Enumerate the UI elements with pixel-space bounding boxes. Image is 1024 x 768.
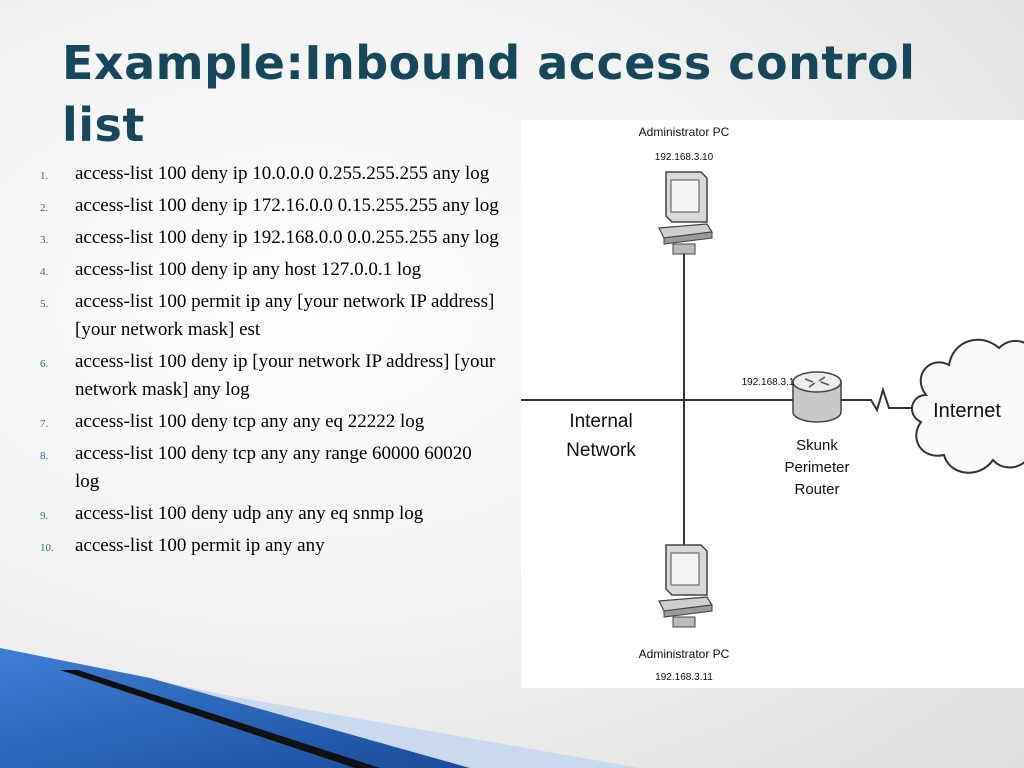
router-icon bbox=[792, 371, 842, 423]
acl-rule-number: 10. bbox=[40, 542, 54, 554]
acl-rule-text: access-list 100 deny tcp any any range 6… bbox=[75, 443, 472, 492]
top-pc-label: Administrator PC bbox=[639, 125, 730, 139]
acl-rule-number: 1. bbox=[40, 170, 49, 182]
acl-rule-item: 10. access-list 100 permit ip any any bbox=[40, 532, 500, 560]
acl-rule-item: 7. access-list 100 deny tcp any any eq 22… bbox=[40, 408, 500, 436]
acl-rule-number: 4. bbox=[40, 266, 49, 278]
acl-rule-number: 5. bbox=[40, 298, 49, 310]
acl-rule-text: access-list 100 deny udp any any eq snmp… bbox=[75, 503, 424, 524]
decor-black-stripe bbox=[60, 670, 380, 768]
acl-rule-text: access-list 100 deny tcp any any eq 2222… bbox=[75, 411, 425, 432]
router-label-3: Router bbox=[794, 481, 839, 498]
router-ip: 192.168.3.1 bbox=[742, 377, 795, 388]
acl-rule-text: access-list 100 deny ip 172.16.0.0 0.15.… bbox=[75, 195, 499, 216]
acl-rule-item: 3. access-list 100 deny ip 192.168.0.0 0.… bbox=[40, 224, 500, 252]
acl-rule-item: 5. access-list 100 permit ip any [your ne… bbox=[40, 288, 500, 344]
acl-rule-text: access-list 100 permit ip any any bbox=[75, 535, 325, 556]
acl-rule-text: access-list 100 deny ip 10.0.0.0 0.255.2… bbox=[75, 163, 490, 184]
acl-rule-number: 9. bbox=[40, 510, 49, 522]
acl-rule-number: 7. bbox=[40, 418, 49, 430]
acl-rule-text: access-list 100 deny ip 192.168.0.0 0.0.… bbox=[75, 227, 499, 248]
acl-rule-item: 9. access-list 100 deny udp any any eq sn… bbox=[40, 500, 500, 528]
acl-rule-text: access-list 100 permit ip any [your netw… bbox=[75, 291, 495, 340]
internal-network-label-2: Network bbox=[566, 440, 636, 461]
top-pc-ip: 192.168.3.10 bbox=[655, 152, 714, 163]
bottom-pc-icon bbox=[658, 544, 714, 628]
acl-rule-item: 6. access-list 100 deny ip [your network … bbox=[40, 348, 500, 404]
decor-blue-band bbox=[0, 648, 470, 768]
network-diagram: Administrator PC 192.168.3.10 Administra… bbox=[521, 120, 1024, 688]
serial-link-line bbox=[841, 386, 916, 413]
acl-rule-text: access-list 100 deny ip [your network IP… bbox=[75, 351, 496, 400]
top-pc-icon bbox=[658, 171, 714, 255]
slide-title: Example:Inbound access control list bbox=[62, 36, 916, 152]
acl-rule-item: 2. access-list 100 deny ip 172.16.0.0 0.1… bbox=[40, 192, 500, 220]
router-label-1: Skunk bbox=[796, 437, 838, 454]
network-diagram-svg: Administrator PC 192.168.3.10 Administra… bbox=[521, 125, 1024, 683]
acl-rule-number: 8. bbox=[40, 450, 49, 462]
acl-rule-number: 6. bbox=[40, 358, 49, 370]
internet-cloud-icon bbox=[911, 338, 1024, 474]
acl-rule-item: 4. access-list 100 deny ip any host 127.0… bbox=[40, 256, 500, 284]
acl-rule-list: 1. access-list 100 deny ip 10.0.0.0 0.255… bbox=[40, 160, 500, 564]
acl-rule-item: 1. access-list 100 deny ip 10.0.0.0 0.255… bbox=[40, 160, 500, 188]
internet-label: Internet bbox=[933, 400, 1001, 422]
router-label-2: Perimeter bbox=[784, 459, 849, 476]
corner-decoration bbox=[0, 648, 640, 768]
bottom-pc-label: Administrator PC bbox=[639, 647, 730, 661]
acl-rule-number: 2. bbox=[40, 202, 49, 214]
bottom-pc-ip: 192.168.3.11 bbox=[655, 672, 713, 683]
acl-rule-number: 3. bbox=[40, 234, 49, 246]
internal-network-label: Internal bbox=[569, 411, 632, 432]
acl-rule-item: 8. access-list 100 deny tcp any any range… bbox=[40, 440, 500, 496]
acl-rule-text: access-list 100 deny ip any host 127.0.0… bbox=[75, 259, 422, 280]
